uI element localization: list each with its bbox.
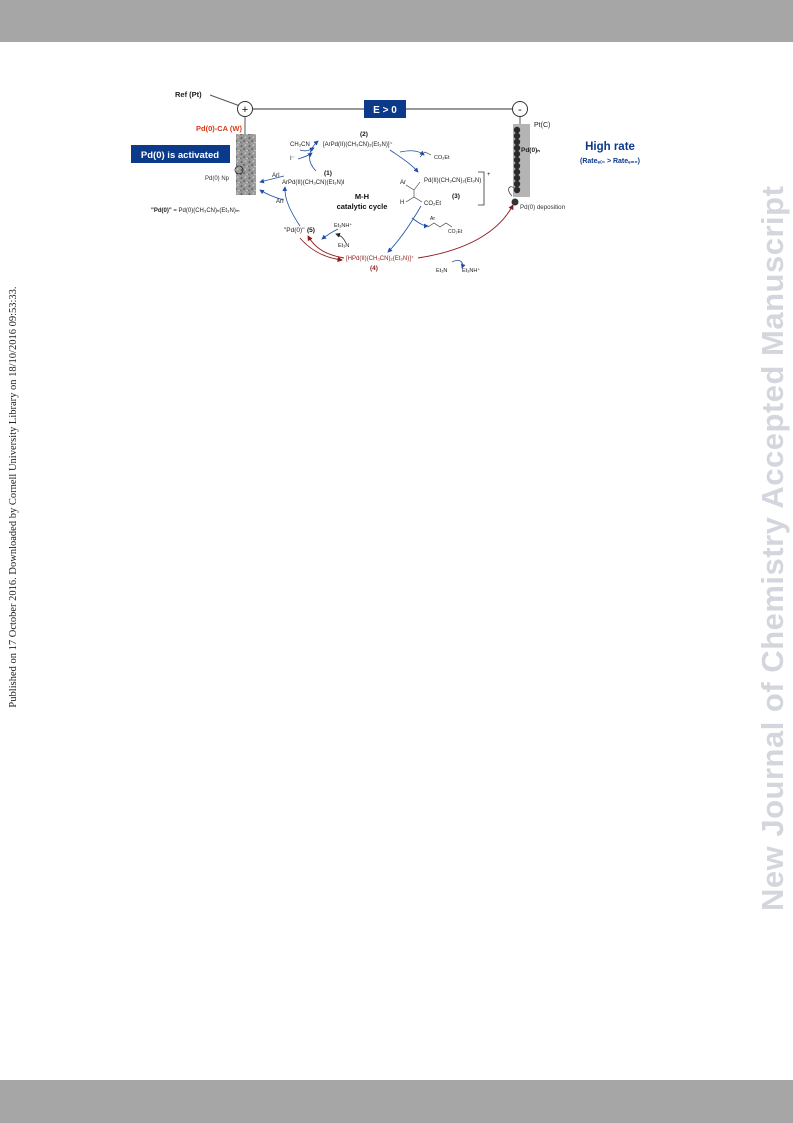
ar-label: Ar	[400, 180, 406, 186]
cycle-arrows	[259, 140, 466, 269]
compound-3-skeleton	[405, 181, 423, 203]
cation-charge: +	[487, 172, 491, 178]
compound-3-formula: Pd(II)(CH₃CN)₂(Et₃N)	[424, 178, 481, 184]
working-electrode-label: Pd(0)-CA (W)	[196, 124, 242, 133]
potential-box	[364, 100, 406, 118]
ch3cn-label: CH₃CN	[290, 142, 310, 148]
et3n-label-2: Et₃N	[436, 268, 447, 274]
product-ar: Ar	[430, 216, 435, 222]
compound-5-number: (5)	[307, 227, 315, 234]
ari-label-1: ArI	[272, 173, 280, 179]
co2et-label: CO₂Et	[424, 201, 441, 207]
anode-terminal	[237, 101, 253, 117]
et3nh-label-2: Et₃NH⁺	[462, 267, 480, 274]
cation-bracket	[478, 171, 485, 206]
compound-2-number: (2)	[360, 131, 368, 138]
deposit-electron	[511, 198, 519, 206]
ref-lead	[209, 94, 241, 107]
plus-sign: +	[242, 104, 248, 116]
product-structure	[427, 222, 453, 228]
high-rate-formula: (Rateₑ₍₀ > Rateₑ₌₀)	[580, 158, 640, 165]
pd-definition: "Pd(0)" = Pd(0)(CH₃CN)ₙ(Et₃N)ₘ	[151, 208, 240, 214]
accepted-manuscript-watermark: New Journal of Chemistry Accepted Manusc…	[755, 185, 790, 911]
activated-box	[131, 145, 230, 163]
compound-1-formula: ArPd(II)(CH₃CN)(Et₃N)I	[282, 180, 345, 186]
acrylate-co2et: CO₂Et	[434, 155, 450, 161]
minus-sign: -	[518, 104, 522, 116]
compound-2-formula: [ArPd(II)(CH₃CN)₂(Et₃N)]⁺	[323, 141, 393, 148]
compound-3-number: (3)	[452, 193, 460, 200]
pd-deposit-chain	[513, 126, 521, 194]
bottom-band	[0, 1080, 793, 1123]
compound-4-number: (4)	[370, 265, 378, 272]
working-electrode	[236, 134, 256, 195]
acrylate-structure	[419, 151, 432, 158]
compound-5-formula: "Pd(0)"	[284, 227, 305, 234]
cycle-title-line-2: catalytic cycle	[337, 202, 388, 211]
ref-electrode-label: Ref (Pt)	[175, 90, 202, 99]
deposition-label: Pd(0) deposition	[520, 204, 566, 211]
et3n-label-1: Et₃N	[338, 243, 349, 249]
pd0n-label: Pd(0)ₙ	[521, 147, 540, 154]
high-rate-title: High rate	[585, 141, 635, 153]
arrow-5-to-4	[299, 237, 343, 263]
pd-np-label: Pd(0) Np	[205, 176, 230, 182]
compound-4-formula: [HPd(II)(CH₃CN)₂(Et₃N)]⁺	[346, 255, 414, 262]
potential-label: E > 0	[373, 105, 397, 116]
cathode-terminal	[512, 101, 528, 117]
activated-label: Pd(0) is activated	[141, 150, 219, 161]
compound-1-number: (1)	[324, 170, 332, 177]
h-label: H	[400, 200, 404, 206]
arrow-to-deposition	[417, 204, 514, 259]
et3nh-label-1: Et₃NH⁺	[334, 222, 352, 229]
cycle-title-line-1: M-H	[355, 192, 369, 201]
ari-label-2: ArI	[276, 199, 284, 205]
mechanism-diagram: E > 0 + - Ref (Pt) Pt(C) Pd(0)-CA (W) Pd…	[131, 90, 640, 274]
top-band	[0, 0, 793, 42]
pt-c-label: Pt(C)	[534, 122, 550, 129]
electron-circle	[234, 165, 244, 175]
iodide-label: I⁻	[290, 156, 295, 162]
product-co2et: CO₂Et	[448, 229, 463, 235]
pd-definition-rest: = Pd(0)(CH₃CN)ₙ(Et₃N)ₘ	[172, 208, 240, 214]
deposit-loop-arrow	[508, 186, 515, 197]
arrow-et3n	[335, 232, 347, 244]
pd-definition-bold: "Pd(0)"	[151, 208, 172, 214]
